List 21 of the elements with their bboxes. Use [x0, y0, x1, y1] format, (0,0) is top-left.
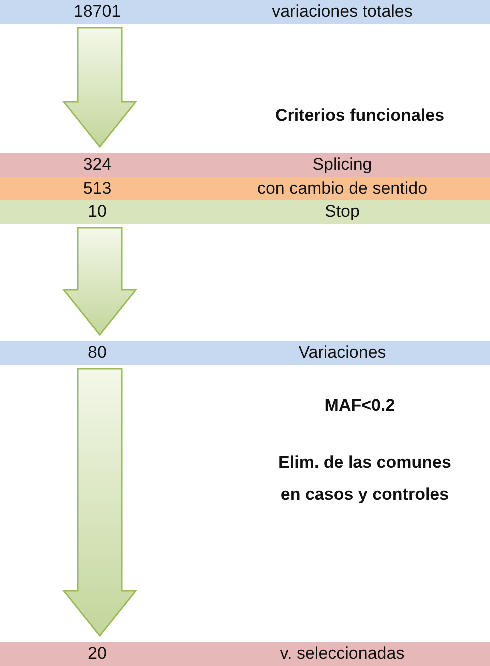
- table-row: [0, 0, 490, 24]
- block-arrow: [62, 368, 138, 638]
- block-arrow: [62, 227, 138, 336]
- block-arrow: [62, 27, 138, 148]
- category-label: con cambio de sentido: [256, 179, 429, 199]
- table-row: [0, 200, 490, 224]
- category-label: Splicing: [312, 155, 374, 175]
- category-label: Stop: [324, 202, 361, 222]
- table-row: [0, 153, 490, 177]
- count-value: 324: [82, 155, 113, 175]
- count-value: 20: [87, 644, 108, 664]
- category-label: variaciones totales: [271, 2, 414, 22]
- count-value: 80: [87, 343, 108, 363]
- count-value: 18701: [72, 2, 122, 22]
- table-row: [0, 177, 490, 201]
- table-row: [0, 341, 490, 365]
- category-label: v. seleccionadas: [279, 644, 406, 664]
- count-value: 10: [87, 202, 108, 222]
- category-label: Variaciones: [298, 343, 388, 363]
- table-row: [0, 642, 490, 666]
- count-value: 513: [82, 179, 113, 199]
